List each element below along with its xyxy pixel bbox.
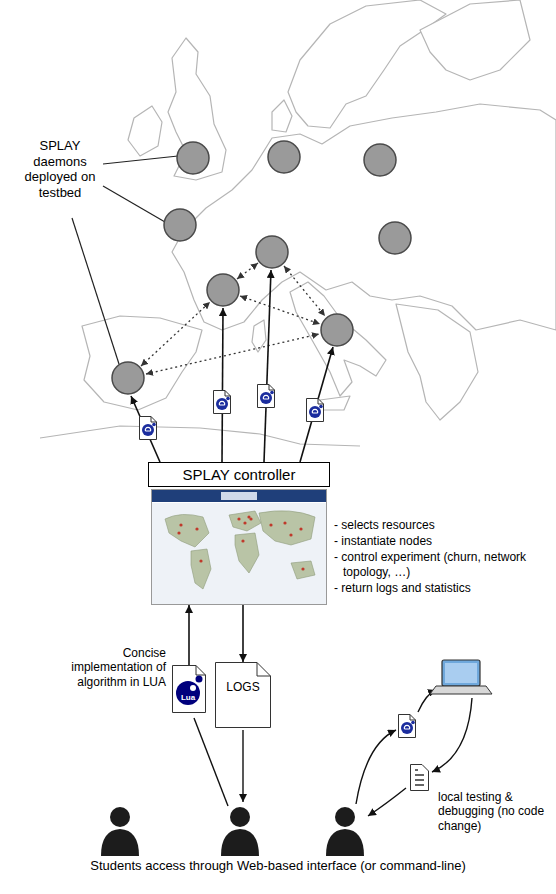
code-document-icon bbox=[140, 417, 157, 440]
document-outline bbox=[173, 666, 206, 713]
student-silhouette bbox=[326, 807, 364, 856]
controller-box: SPLAY controller bbox=[148, 462, 330, 487]
screen-node-dot bbox=[269, 523, 272, 526]
screen-map-bg bbox=[152, 503, 326, 604]
feature-bullet: - control experiment (churn, network top… bbox=[334, 550, 546, 580]
controller-title: SPLAY controller bbox=[153, 466, 325, 483]
students-label: Students access through Web-based interf… bbox=[0, 858, 556, 874]
student-silhouette bbox=[101, 807, 139, 856]
screen-node-dot bbox=[247, 515, 250, 518]
document-fold bbox=[196, 666, 206, 676]
local-testing-label: local testing & debugging (no code chang… bbox=[438, 790, 552, 833]
document-fold bbox=[257, 663, 271, 677]
code-document-icon bbox=[214, 391, 231, 414]
feature-list: - selects resources- instantiate nodes- … bbox=[334, 518, 546, 597]
screen-frame bbox=[152, 490, 327, 605]
screen-topbar bbox=[152, 490, 326, 502]
daemon-circles bbox=[112, 141, 411, 394]
feature-bullet: - return logs and statistics bbox=[334, 581, 546, 596]
flow-arrow bbox=[242, 605, 244, 662]
lua-logo-disc bbox=[176, 681, 200, 705]
logs-document-node: LOGS bbox=[215, 662, 271, 728]
document-outline bbox=[216, 663, 271, 728]
screen-node-dot bbox=[289, 533, 292, 536]
code-document-icon bbox=[399, 715, 416, 738]
screen-continent bbox=[191, 549, 211, 589]
screen-node-dot bbox=[243, 521, 246, 524]
screen-node-dot bbox=[179, 523, 182, 526]
screen-node-dot bbox=[283, 521, 286, 524]
deploy-arrows bbox=[131, 270, 333, 462]
laptop-icon bbox=[430, 660, 492, 694]
screen-node-dot bbox=[299, 527, 302, 530]
screen-logo bbox=[221, 492, 257, 500]
daemon-label: SPLAY daemons deployed on testbed bbox=[16, 138, 104, 200]
lua-logo-moon bbox=[196, 676, 203, 683]
feature-bullet: - instantiate nodes bbox=[334, 534, 546, 549]
code-document-icon bbox=[307, 399, 324, 422]
code-document-icon bbox=[258, 385, 275, 408]
feature-bullet: - selects resources bbox=[334, 518, 546, 533]
code-label: Concise implementation of algorithm in L… bbox=[50, 646, 166, 689]
logs-document-shape bbox=[215, 662, 271, 728]
list-document-icon bbox=[411, 765, 429, 791]
screen-continent bbox=[291, 561, 315, 579]
lua-document-node: Lua bbox=[172, 665, 206, 713]
controller-node: SPLAY controller bbox=[148, 462, 330, 605]
screen-continent bbox=[229, 511, 261, 531]
web-interface-screenshot bbox=[151, 489, 327, 605]
lua-logo-hole bbox=[190, 685, 196, 691]
screen-node-dot bbox=[177, 531, 180, 534]
screen-node-dot bbox=[237, 517, 240, 520]
lua-logo-text: Lua bbox=[176, 694, 200, 702]
student-silhouette bbox=[221, 807, 259, 856]
daemon-links bbox=[141, 263, 325, 374]
logs-text: LOGS bbox=[215, 680, 271, 694]
flow-arrow bbox=[188, 605, 190, 665]
europe-map bbox=[40, 0, 556, 446]
lua-document-shape bbox=[172, 665, 206, 713]
screen-node-dot bbox=[199, 559, 202, 562]
screen-continent bbox=[235, 533, 259, 573]
leader-lines bbox=[72, 156, 178, 364]
screen-node-dot bbox=[195, 527, 198, 530]
screen-continent bbox=[165, 514, 209, 547]
screen-node-dot bbox=[241, 539, 244, 542]
screen-node-dot bbox=[301, 567, 304, 570]
screen-continent bbox=[259, 511, 315, 545]
